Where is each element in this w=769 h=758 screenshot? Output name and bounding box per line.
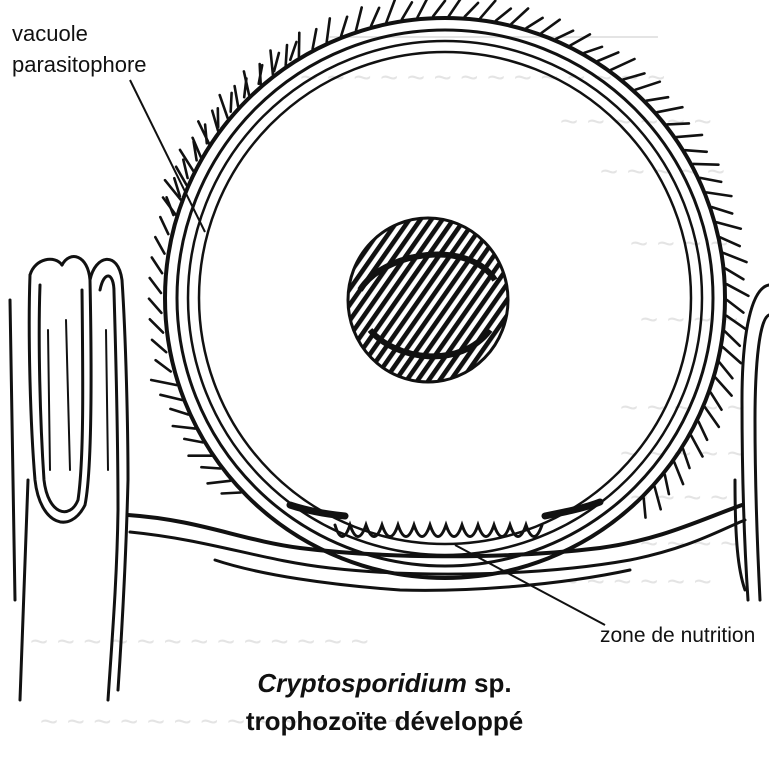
bristle	[286, 45, 287, 65]
bristle	[170, 409, 188, 415]
bristle	[720, 237, 739, 246]
left-host-cell-folds	[10, 257, 128, 700]
bristle	[244, 79, 246, 98]
bristle	[152, 340, 166, 352]
right-host-cell-fold	[735, 285, 769, 600]
bristle	[231, 93, 232, 112]
bristle	[274, 53, 279, 71]
bristle	[341, 17, 347, 36]
bristle	[151, 380, 177, 385]
bristle	[449, 0, 462, 16]
caption-line2: trophozoïte développé	[0, 702, 769, 740]
bristle	[173, 426, 195, 429]
bristle	[167, 197, 174, 215]
bristle	[723, 253, 746, 262]
bristle	[584, 47, 602, 53]
bristle	[674, 462, 683, 484]
nutrition-leader-line	[455, 545, 605, 625]
vacuole-label: vacuole parasitophore	[12, 18, 147, 80]
bristle	[527, 18, 543, 28]
vacuole-leader-line	[130, 80, 205, 232]
bristle	[667, 123, 689, 124]
vacuole-label-line1: vacuole	[12, 18, 147, 49]
bristle	[222, 493, 241, 494]
bristle	[205, 125, 207, 144]
bristle	[149, 299, 161, 313]
bristle	[705, 407, 719, 427]
bristle	[208, 481, 231, 484]
bristle	[711, 393, 722, 410]
bristle	[727, 300, 743, 313]
bristle	[570, 34, 590, 45]
bristle	[402, 2, 412, 19]
bristle	[496, 9, 511, 21]
bristle	[685, 150, 707, 152]
bristle	[465, 3, 478, 17]
bristle	[156, 360, 171, 371]
bristle	[727, 284, 749, 296]
bristle	[184, 439, 203, 443]
caption-species: sp.	[467, 668, 512, 698]
bristle	[693, 164, 718, 165]
bristle	[556, 31, 573, 39]
bristle	[160, 217, 168, 234]
bristle	[418, 0, 429, 17]
figure-caption: Cryptosporidium sp. trophozoïte développ…	[0, 664, 769, 740]
caption-line1: Cryptosporidium sp.	[0, 664, 769, 702]
bristle	[152, 258, 162, 274]
bristle	[717, 222, 741, 229]
bristle	[726, 316, 746, 330]
bristle	[623, 73, 644, 79]
bristle	[647, 97, 669, 101]
bristle	[716, 378, 732, 396]
bristle	[720, 362, 733, 378]
bristle	[611, 59, 635, 70]
bristle	[665, 475, 669, 494]
vacuole-label-line2: parasitophore	[12, 49, 147, 80]
bristle	[386, 0, 394, 22]
bristle	[313, 29, 317, 49]
bristle	[677, 135, 702, 137]
bristle	[480, 1, 495, 18]
bristle	[657, 107, 682, 112]
bristle	[635, 82, 660, 90]
bristle	[541, 20, 559, 33]
bristle	[160, 395, 182, 400]
bristle	[700, 178, 721, 182]
bristle	[201, 467, 220, 468]
bristle	[220, 95, 228, 118]
nucleus	[348, 218, 508, 382]
bristle	[683, 449, 689, 468]
bristle	[726, 269, 744, 280]
bristle	[371, 8, 379, 26]
bristle	[356, 8, 362, 31]
bristle	[712, 207, 732, 213]
bristle	[598, 52, 619, 61]
caption-genus: Cryptosporidium	[257, 668, 466, 698]
bristle	[511, 9, 528, 24]
bristle	[655, 487, 661, 510]
bristle	[271, 51, 273, 75]
bristle	[155, 237, 164, 254]
bristle	[180, 150, 193, 171]
bristle	[150, 319, 163, 332]
bristle	[699, 422, 708, 440]
bristle	[707, 192, 732, 196]
bristle	[290, 42, 296, 60]
nutrition-zone-label: zone de nutrition	[600, 624, 755, 648]
bristle	[725, 331, 740, 345]
bristle	[691, 436, 702, 457]
bristle	[644, 498, 646, 517]
bristle	[235, 86, 239, 106]
bristle	[433, 1, 445, 16]
bristle	[327, 18, 330, 42]
bristle	[150, 278, 161, 293]
bristle	[723, 347, 741, 363]
